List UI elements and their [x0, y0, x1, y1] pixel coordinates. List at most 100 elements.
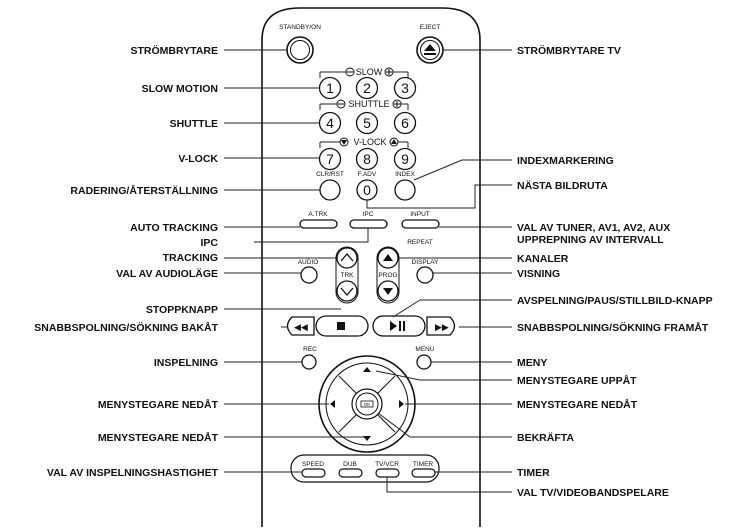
svg-text:8: 8: [363, 151, 371, 167]
callout-right-4: UPPREPNING AV INTERVALL: [517, 234, 664, 246]
atrk-label: A.TRK: [308, 211, 328, 218]
callout-right-10: MENYSTEGARE UPPÅT: [517, 374, 637, 387]
ok-label: OK: [364, 402, 371, 407]
callout-left-2: SHUTTLE: [170, 118, 218, 130]
index-button[interactable]: [394, 179, 416, 201]
fast-forward-icon: ▶▶: [435, 322, 449, 332]
speed-button[interactable]: [301, 468, 326, 478]
callout-left-5: AUTO TRACKING: [130, 222, 218, 234]
svg-text:3: 3: [401, 80, 409, 96]
leader-lines-right: [366, 49, 512, 493]
menu-button[interactable]: [416, 354, 432, 370]
callout-left-3: V-LOCK: [178, 153, 218, 165]
atrk-button[interactable]: [299, 219, 338, 229]
callout-right-1: INDEXMARKERING: [517, 155, 614, 167]
key-7[interactable]: 7: [318, 147, 342, 171]
callout-left-0: STRÖMBRYTARE: [131, 44, 219, 57]
callout-left-13: MENYSTEGARE NEDÅT: [98, 431, 219, 444]
trk-down-button[interactable]: [336, 280, 358, 302]
svg-text:5: 5: [363, 115, 371, 131]
tvvcr-button[interactable]: [375, 468, 400, 478]
timer-button[interactable]: [411, 468, 436, 478]
prog-label: PROG: [378, 272, 397, 279]
key-2[interactable]: 2: [355, 76, 379, 100]
ipc-button[interactable]: [349, 219, 388, 229]
input-button[interactable]: [401, 219, 440, 229]
svg-text:1: 1: [326, 80, 334, 96]
callout-right-11: MENYSTEGARE NEDÅT: [517, 398, 638, 411]
fadv-label: F.ADV: [358, 171, 377, 178]
key-9[interactable]: 9: [393, 147, 417, 171]
trk-up-button[interactable]: [336, 247, 358, 269]
display-label: DISPLAY: [412, 259, 440, 266]
key-8[interactable]: 8: [355, 147, 379, 171]
svg-text:9: 9: [401, 151, 409, 167]
callouts-left: STRÖMBRYTARE SLOW MOTION SHUTTLE V-LOCK RADE…: [34, 44, 218, 479]
eject-icon: [424, 44, 436, 51]
callout-right-0: STRÖMBRYTARE TV: [517, 44, 621, 57]
audio-label: AUDIO: [298, 259, 319, 266]
callout-right-14: VAL TV/VIDEOBANDSPELARE: [517, 487, 669, 499]
svg-text:6: 6: [401, 115, 409, 131]
svg-text:4: 4: [326, 115, 334, 131]
svg-text:2: 2: [363, 80, 371, 96]
key-4[interactable]: 4: [318, 111, 342, 135]
svg-text:7: 7: [326, 151, 334, 167]
repeat-label: REPEAT: [407, 239, 433, 246]
audio-button[interactable]: [300, 266, 318, 284]
dub-button[interactable]: [338, 468, 363, 478]
prog-up-button[interactable]: [377, 247, 399, 269]
callout-right-13: TIMER: [517, 467, 550, 479]
rewind-button[interactable]: [286, 316, 315, 336]
key-3[interactable]: 3: [393, 76, 417, 100]
callout-left-1: SLOW MOTION: [142, 83, 218, 95]
prog-down-button[interactable]: [377, 280, 399, 302]
callout-left-6: IPC: [200, 237, 218, 249]
rewind-icon: ◀◀: [294, 322, 308, 332]
dpad-left-icon: [330, 400, 335, 408]
callout-right-8: SNABBSPOLNING/SÖKNING FRAMÅT: [517, 321, 709, 334]
rec-label: REC: [303, 346, 317, 353]
vlock-label: V-LOCK: [353, 137, 386, 147]
callout-right-7: AVSPELNING/PAUS/STILLBILD-KNAPP: [517, 295, 713, 307]
key-6[interactable]: 6: [393, 111, 417, 135]
standby-button[interactable]: [286, 36, 314, 64]
trk-label: TRK: [341, 272, 355, 279]
stop-icon: [337, 322, 345, 330]
clr-rst-button[interactable]: [319, 179, 341, 201]
callout-left-4: RADERING/ÅTERSTÄLLNING: [70, 184, 218, 197]
clr-label: CLR/RST: [316, 171, 344, 178]
callout-left-8: VAL AV AUDIOLÄGE: [116, 267, 218, 280]
dub-label: DUB: [343, 461, 357, 468]
eject-button[interactable]: [416, 36, 444, 64]
callout-left-9: STOPPKNAPP: [146, 304, 218, 316]
callout-right-2: NÄSTA BILDRUTA: [517, 179, 608, 192]
key-5[interactable]: 5: [355, 111, 379, 135]
shuttle-label: SHUTTLE: [348, 99, 389, 109]
callout-right-6: VISNING: [517, 268, 560, 280]
standby-label: STANDBY/ON: [279, 24, 321, 31]
callout-left-14: VAL AV INSPELNINGSHASTIGHET: [47, 467, 219, 479]
dpad-right-icon: [399, 400, 404, 408]
svg-text:0: 0: [363, 182, 371, 198]
display-button[interactable]: [416, 266, 434, 284]
key-1[interactable]: 1: [318, 76, 342, 100]
ipc-remote-label: IPC: [363, 211, 374, 218]
key-0[interactable]: 0: [356, 179, 378, 201]
input-label: INPUT: [410, 211, 430, 218]
tvvcr-label: TV/VCR: [375, 461, 399, 468]
callouts-right: STRÖMBRYTARE TV INDEXMARKERING NÄSTA BILDR…: [517, 44, 713, 499]
callout-left-10: SNABBSPOLNING/SÖKNING BAKÅT: [34, 321, 218, 334]
dpad[interactable]: OK: [318, 355, 416, 453]
play-pause-icon: [390, 321, 405, 331]
callout-right-12: BEKRÄFTA: [517, 431, 574, 444]
rec-button[interactable]: [301, 354, 317, 370]
leader-lines-left: [224, 49, 369, 473]
callout-left-11: INSPELNING: [154, 357, 218, 369]
slow-label: SLOW: [356, 67, 383, 77]
index-label: INDEX: [395, 171, 416, 178]
speed-label: SPEED: [302, 461, 324, 468]
fast-forward-button[interactable]: [426, 316, 456, 336]
